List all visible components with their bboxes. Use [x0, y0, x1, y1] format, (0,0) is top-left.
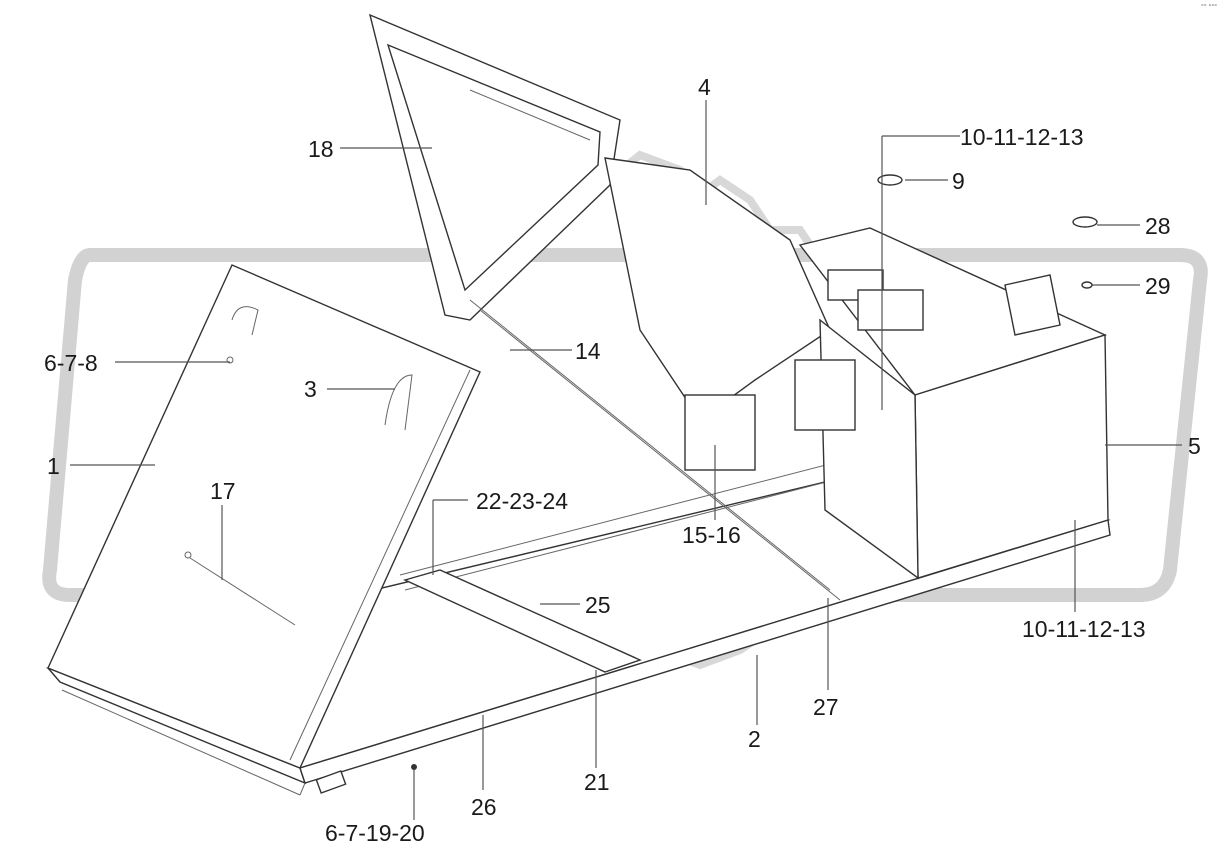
door-frame [368, 13, 621, 321]
callout-9: 9 [952, 168, 965, 194]
blade-plate [469, 157, 841, 601]
callout-14: 14 [575, 338, 601, 364]
side-panel [47, 264, 481, 769]
corner-mark: °° °°° [1201, 4, 1217, 11]
callout-6-7-19-20: 6-7-19-20 [325, 820, 425, 846]
brackets [684, 359, 856, 471]
nut-29 [1081, 281, 1093, 289]
callout-10-11-12-13-bottom: 10-11-12-13 [1022, 616, 1146, 642]
washer-28 [1072, 216, 1098, 228]
callout-29: 29 [1145, 273, 1171, 299]
callout-15-16: 15-16 [682, 522, 741, 548]
callout-28: 28 [1145, 213, 1171, 239]
callout-1: 1 [47, 453, 60, 479]
callout-26: 26 [471, 794, 497, 820]
callout-10-11-12-13-top: 10-11-12-13 [960, 124, 1084, 150]
callout-2: 2 [748, 726, 761, 752]
callout-3: 3 [304, 376, 317, 402]
callout-27: 27 [813, 694, 839, 720]
tank-box [798, 227, 1109, 580]
callout-17: 17 [210, 478, 236, 504]
callout-21: 21 [584, 769, 610, 795]
callout-5: 5 [1188, 433, 1201, 459]
callout-22-23-24: 22-23-24 [476, 488, 569, 514]
callout-18: 18 [308, 136, 334, 162]
rail [402, 569, 642, 673]
leader-lines [70, 100, 1182, 820]
callout-4: 4 [698, 74, 711, 100]
callout-25: 25 [585, 592, 611, 618]
washer-9 [877, 174, 903, 186]
callout-6-7-8: 6-7-8 [44, 350, 98, 376]
